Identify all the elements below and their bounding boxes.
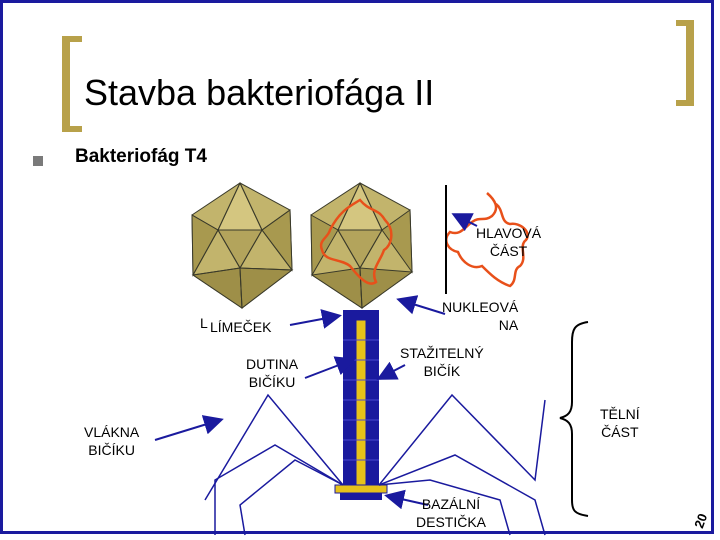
arrow-baseplate — [384, 489, 429, 510]
body-part-brace — [559, 321, 589, 517]
dna-strand-free — [445, 192, 529, 288]
label-body-part: TĚLNÍ ČÁST — [600, 405, 640, 441]
label-tail-fibers-line1: VLÁKNA — [84, 424, 140, 440]
arrow-fibers — [154, 415, 224, 441]
capsid-left-face — [239, 267, 294, 309]
label-nucleic-acid: NUKLEOVÁ NA — [442, 298, 518, 334]
label-baseplate: BAZÁLNÍ DESTIČKA — [416, 495, 486, 531]
title-bracket-left-bottom — [62, 126, 82, 132]
arrow-collar — [289, 309, 342, 329]
bullet-text: Bakteriofág T4 — [75, 146, 207, 167]
arrow-head-part — [451, 213, 478, 232]
title-bracket-left-top — [62, 36, 82, 42]
label-tail-sheath-line2: BIČÍK — [423, 363, 461, 379]
label-tail-core-line2: BIČÍKU — [248, 374, 296, 390]
label-head-part-line2: ČÁST — [489, 243, 528, 259]
arrow-nucleic — [396, 295, 446, 315]
label-tail-core: DUTINA BIČÍKU — [246, 355, 298, 391]
dna-strand-inside-capsid — [319, 198, 393, 285]
label-head-part-line1: HLAVOVÁ — [476, 225, 542, 241]
label-tail-core-line1: DUTINA — [246, 356, 299, 372]
label-tail-fibers-line2: BIČÍKU — [88, 442, 135, 458]
label-tail-fibers: VLÁKNA BIČÍKU — [84, 423, 139, 459]
capsid-right-face — [310, 267, 363, 309]
label-baseplate-line1: BAZÁLNÍ — [421, 496, 481, 512]
label-tail-sheath: STAŽITELNÝ BIČÍK — [400, 344, 484, 380]
title-bracket-right-vertical — [686, 20, 694, 106]
arrow-sheath — [376, 361, 406, 380]
label-nucleic-acid-line2: NA — [498, 317, 519, 333]
label-collar-prefix: L — [200, 315, 208, 331]
bullet-marker — [33, 156, 43, 166]
title-bracket-left-vertical — [62, 36, 70, 132]
collar — [343, 310, 379, 320]
label-tail-sheath-line1: STAŽITELNÝ — [400, 345, 484, 361]
slide-title: Stavba bakteriofága II — [84, 72, 435, 113]
label-body-part-line2: ČÁST — [601, 424, 639, 440]
label-nucleic-acid-line1: NUKLEOVÁ — [442, 299, 519, 315]
baseplate — [334, 484, 388, 494]
label-baseplate-line2: DESTIČKA — [416, 514, 487, 530]
label-body-part-line1: TĚLNÍ — [600, 406, 640, 422]
tail-fibers — [204, 393, 546, 536]
baseplate-lower — [340, 493, 382, 500]
label-head-part: HLAVOVÁ ČÁST — [476, 224, 541, 260]
capsid-left — [191, 181, 294, 309]
capsid-right — [310, 181, 414, 309]
title-bracket-right-bottom — [676, 100, 694, 106]
tail-sheath-rings — [343, 339, 379, 461]
title-bracket-right-top — [676, 20, 694, 26]
arrow-core — [304, 356, 356, 379]
label-collar: LÍMEČEK — [210, 319, 272, 335]
